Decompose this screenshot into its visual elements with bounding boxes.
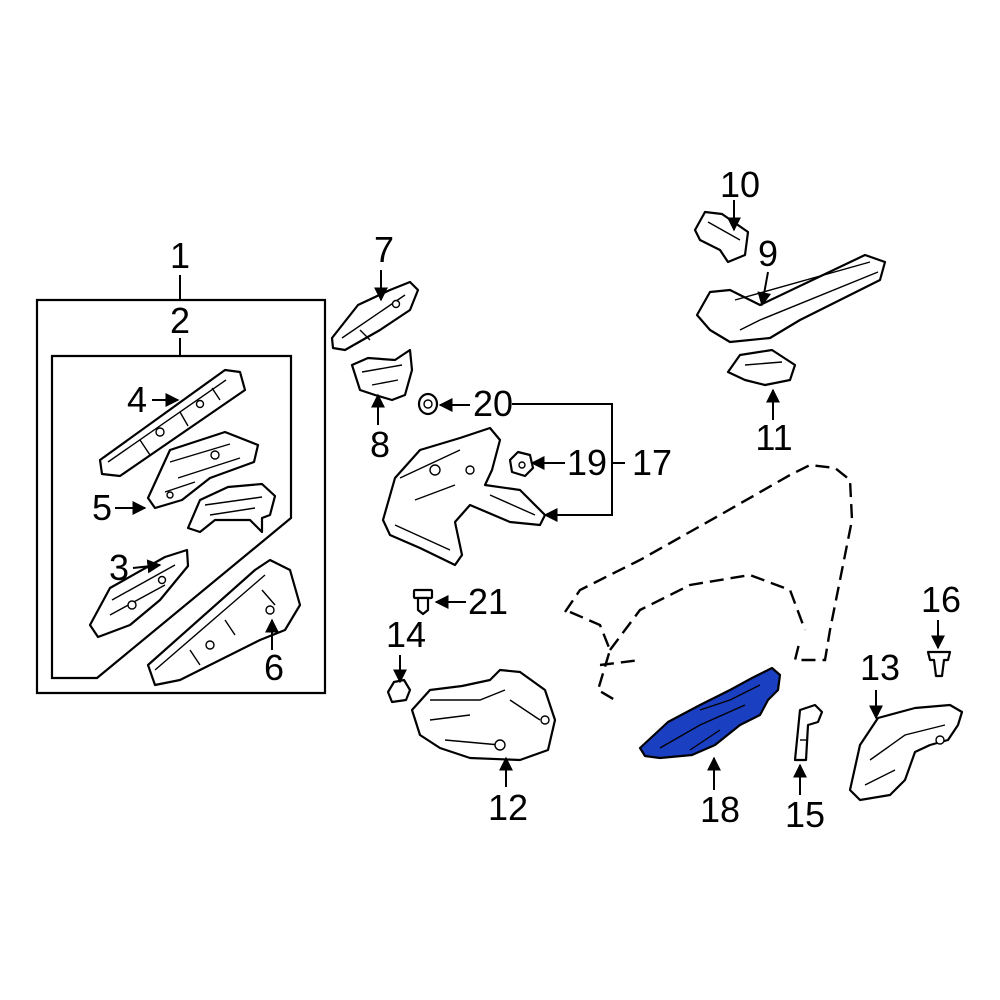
part-11-bracket[interactable] <box>726 348 797 387</box>
callout-1: 1 <box>170 235 190 276</box>
part-15-bracket[interactable] <box>793 703 824 762</box>
assembly-box-1 <box>35 275 327 695</box>
assembly-box-2 <box>50 338 293 680</box>
part-12-wheelhouse[interactable] <box>410 668 557 762</box>
callout-16: 16 <box>921 579 961 620</box>
callout-4: 4 <box>127 379 147 420</box>
callout-7: 7 <box>374 229 394 270</box>
callout-9: 9 <box>758 233 778 274</box>
callout-8: 8 <box>370 424 390 465</box>
part-5-reinforcement[interactable] <box>146 430 260 510</box>
callout-14: 14 <box>386 614 426 655</box>
part-10-bracket[interactable] <box>693 210 750 264</box>
leader-lines <box>115 200 945 795</box>
callout-labels: 1 2 4 5 3 6 7 8 20 19 17 21 14 12 10 9 1… <box>92 164 961 835</box>
part-17-apron[interactable] <box>381 426 547 567</box>
part-14-retainer[interactable] <box>386 678 412 704</box>
callout-20: 20 <box>473 383 513 424</box>
callout-3: 3 <box>109 547 129 588</box>
part-20-nut[interactable] <box>417 392 439 416</box>
part-8-bracket[interactable] <box>350 348 414 402</box>
part-21-bolt[interactable] <box>412 588 434 616</box>
part-bracket-box2 <box>186 482 277 534</box>
part-9-upper-rail[interactable] <box>695 253 887 344</box>
callout-2: 2 <box>170 300 190 341</box>
part-19-clip[interactable] <box>508 450 535 478</box>
part-3-lower-bracket[interactable] <box>88 548 190 639</box>
callout-11: 11 <box>755 417 792 458</box>
callout-17: 17 <box>632 442 672 483</box>
callout-18: 18 <box>700 789 740 830</box>
fender-outline <box>564 463 854 702</box>
callout-10: 10 <box>720 164 760 205</box>
callout-5: 5 <box>92 487 112 528</box>
callout-15: 15 <box>785 794 825 835</box>
part-18-splash-shield[interactable] <box>638 666 782 760</box>
callout-13: 13 <box>860 647 900 688</box>
callout-19: 19 <box>567 442 607 483</box>
part-6-lower-rail[interactable] <box>146 558 302 687</box>
part-7-bracket[interactable] <box>330 280 420 352</box>
callout-21: 21 <box>468 581 508 622</box>
part-16-clip[interactable] <box>926 650 952 678</box>
callout-6: 6 <box>264 647 284 688</box>
callout-12: 12 <box>488 787 528 828</box>
part-4-upper-rail[interactable] <box>98 368 247 478</box>
part-13-wheelhouse-liner[interactable] <box>848 703 964 802</box>
